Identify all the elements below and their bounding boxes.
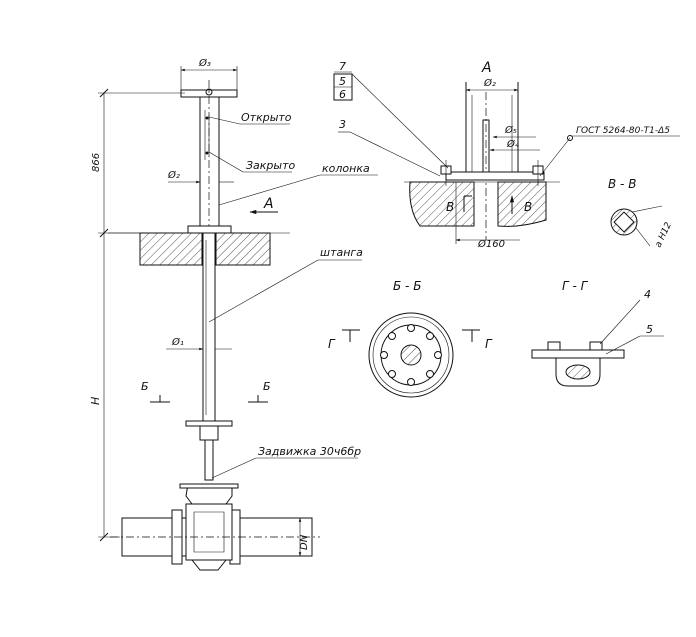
detail-a-d160: Ø160 <box>477 238 505 250</box>
detail-a-d5: Ø₅ <box>504 124 517 136</box>
column-tube <box>199 96 220 228</box>
detail-a-cut-v-left: В <box>446 200 454 214</box>
section-vv-title: В - В <box>608 177 636 191</box>
section-vv-dim: a H12 <box>654 221 674 250</box>
detail-a-cut-v-right: В <box>524 200 532 214</box>
label-open: Открыто <box>241 111 292 124</box>
arrow-a-label: A <box>263 196 274 212</box>
detail-a-title: A <box>481 60 492 76</box>
main-view: Ø₃ Ø₂ Открыто Закрыто колонка A <box>89 57 378 571</box>
dim-dn: DN <box>299 534 310 550</box>
label-closed: Закрыто <box>246 159 296 172</box>
pos-6: 6 <box>339 88 346 101</box>
label-valve: Задвижка 30ч6бр <box>258 445 361 458</box>
dim-d3: Ø₃ <box>198 57 211 69</box>
pos-4: 4 <box>644 288 651 301</box>
cut-b-left: Б <box>141 380 149 393</box>
detail-a-d2: Ø₂ <box>483 77 496 89</box>
pos-7: 7 <box>339 60 346 73</box>
section-g-g: Г - Г 4 5 <box>531 279 664 387</box>
label-column: колонка <box>322 162 370 175</box>
section-gg-title: Г - Г <box>562 279 589 293</box>
floor-slab-right <box>215 232 271 266</box>
dim-d1: Ø₁ <box>171 336 184 348</box>
cut-b-right: Б <box>263 380 271 393</box>
label-rod: штанга <box>320 246 363 259</box>
section-bb-title: Б - Б <box>393 279 421 293</box>
dim-866: 866 <box>91 153 102 172</box>
pos-3: 3 <box>339 118 346 131</box>
section-bb-cut-g-right: Г <box>485 337 493 351</box>
pos-5-gg: 5 <box>646 323 653 336</box>
section-v-v: В - В a H12 <box>608 177 674 249</box>
floor-slab-left <box>139 232 203 266</box>
bolt-holes <box>380 324 442 386</box>
dim-h: H <box>89 397 102 405</box>
pos-5: 5 <box>339 75 346 88</box>
weld-reference: ГОСТ 5264-80-Т1-Δ5 <box>576 126 670 136</box>
section-bb-cut-g-left: Г <box>328 337 336 351</box>
detail-a: A Ø₂ Ø₅ Ø₄ В В Ø160 <box>333 60 680 250</box>
detail-a-d4: Ø₄ <box>506 138 519 150</box>
rod <box>202 232 216 422</box>
section-b-b: Б - Б Г Г <box>328 279 493 398</box>
dim-d2-main: Ø₂ <box>167 169 180 181</box>
